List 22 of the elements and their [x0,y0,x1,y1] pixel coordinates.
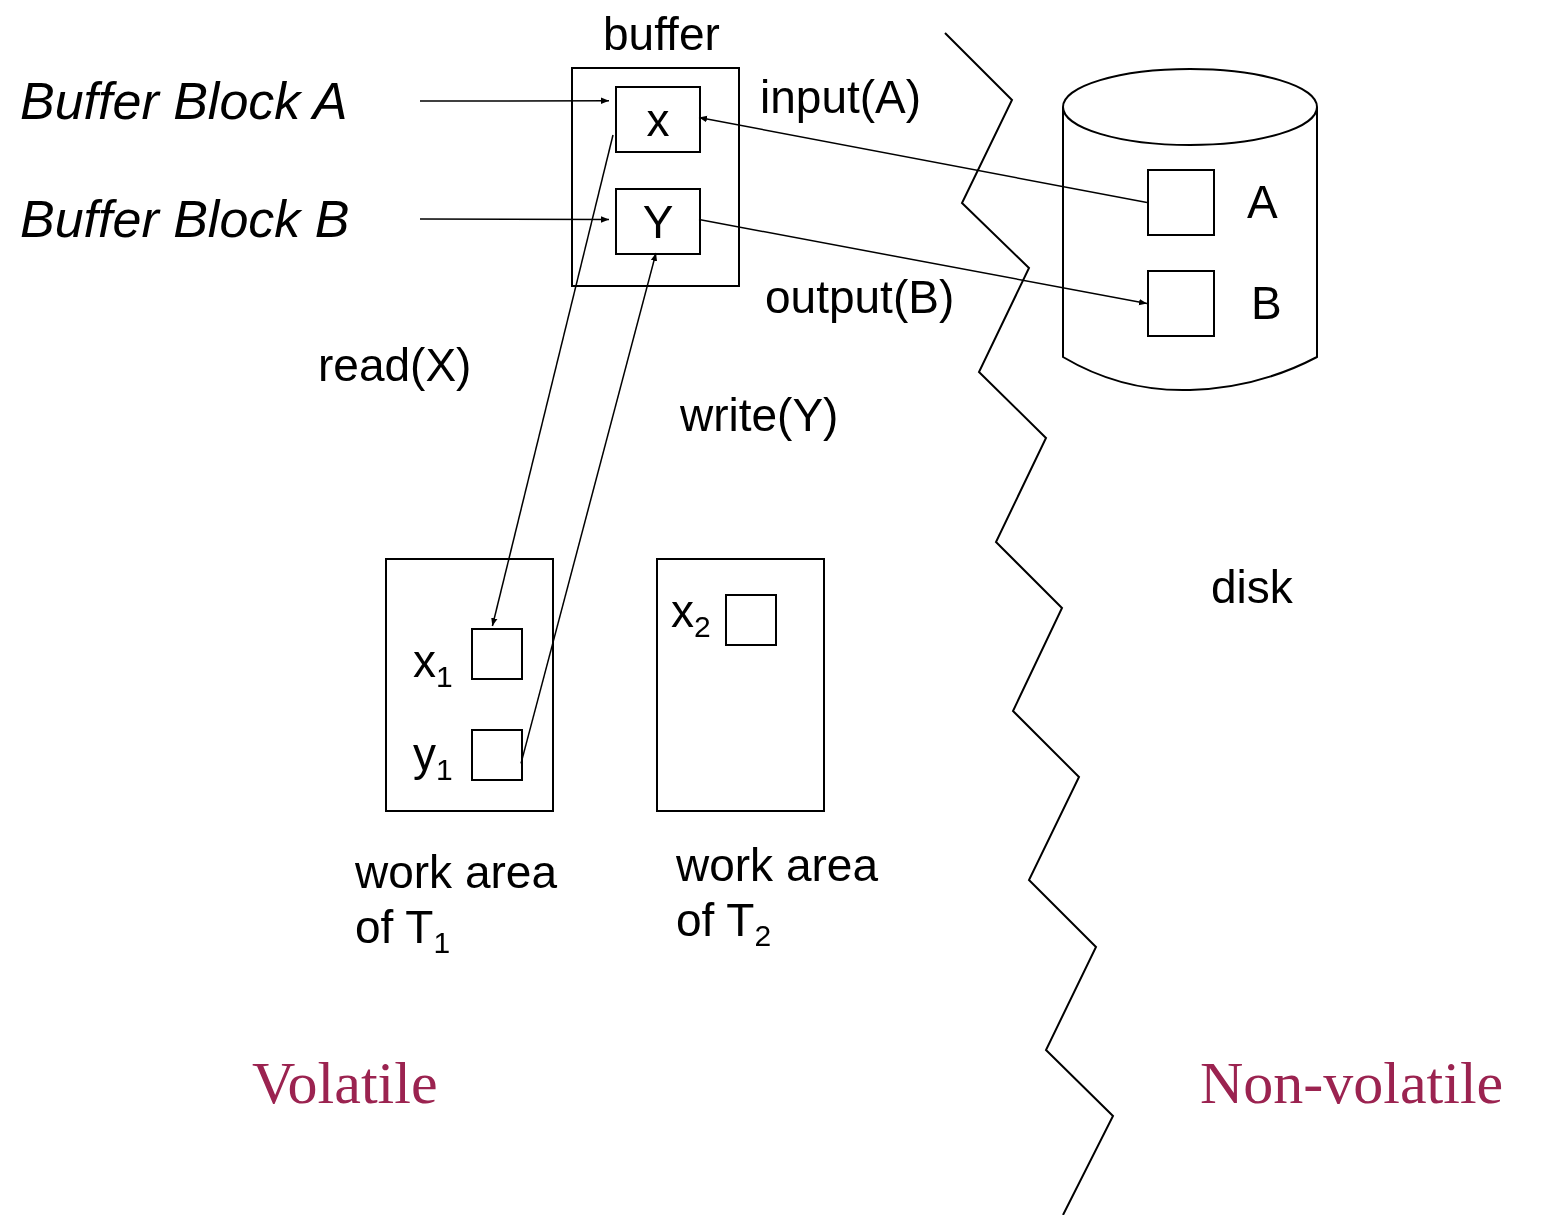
box-heading: work area of T$_{1}$ [355,845,558,962]
disk-cylinder [1062,67,1318,392]
box-caption: x$_{2}$ [671,588,711,643]
box-caption: y$_{1}$ [413,731,453,786]
arrow [419,97,610,104]
arrow [419,216,610,223]
box-caption: x$_{1}$ [413,638,453,693]
box-heading: buffer [603,7,720,62]
variable-box: Y [615,188,701,255]
block-label: Buffer Block B [20,188,420,250]
box-heading: work area of T$_{2}$ [676,838,879,955]
region-label: disk [1211,562,1293,613]
box-caption: B [1251,280,1282,326]
arrow [698,115,1148,204]
region-label: Non-volatile [1200,1050,1504,1116]
variable-box: x [615,86,701,153]
box-caption: A [1247,179,1278,225]
block-label: Buffer Block A [20,70,420,132]
region-label: Volatile [252,1050,438,1116]
arrow [491,134,614,627]
arrow [698,218,1148,306]
arrow [520,252,658,765]
